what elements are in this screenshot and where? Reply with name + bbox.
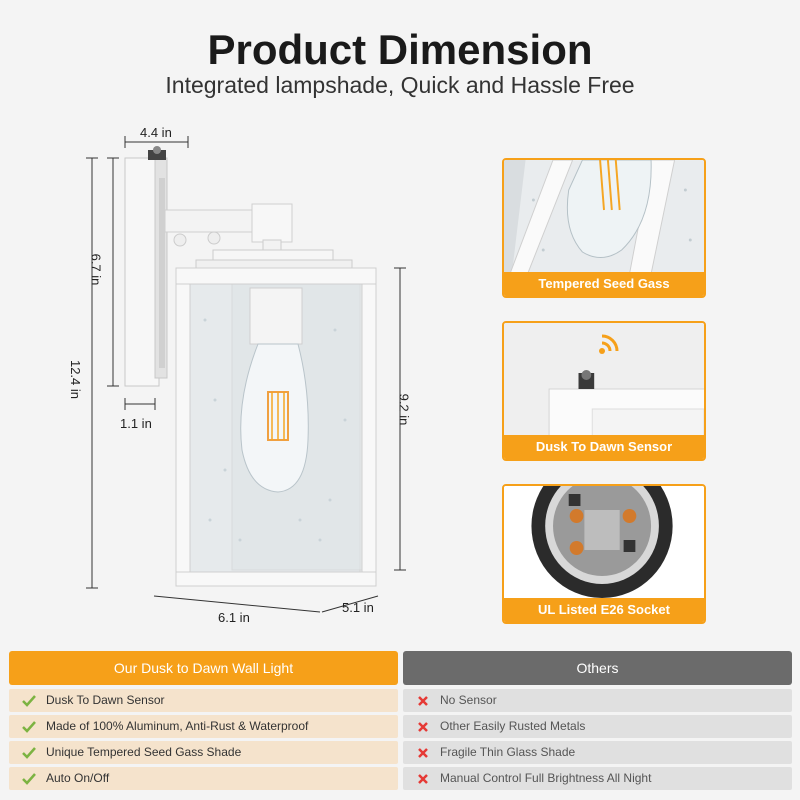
check-icon xyxy=(21,741,37,764)
e26-socket-closeup-image xyxy=(504,486,704,600)
others-row: Manual Control Full Brightness All Night xyxy=(403,767,792,790)
dimension-total-height: 12.4 in xyxy=(68,359,84,400)
feature-card-glass: Tempered Seed Gass xyxy=(502,158,706,298)
ours-row-label: Dusk To Dawn Sensor xyxy=(46,693,165,707)
ours-row-label: Made of 100% Aluminum, Anti-Rust & Water… xyxy=(46,719,309,733)
feature-caption-socket: UL Listed E26 Socket xyxy=(504,598,704,622)
others-row-label: Fragile Thin Glass Shade xyxy=(440,745,576,759)
feature-caption-sensor: Dusk To Dawn Sensor xyxy=(504,435,704,459)
ours-column-header: Our Dusk to Dawn Wall Light xyxy=(9,651,398,685)
check-icon xyxy=(21,767,37,790)
feature-card-sensor: Dusk To Dawn Sensor xyxy=(502,321,706,461)
others-row-label: No Sensor xyxy=(440,693,497,707)
ours-row-label: Auto On/Off xyxy=(46,771,110,785)
check-icon xyxy=(21,715,37,738)
dimension-top-depth: 4.4 in xyxy=(140,125,172,140)
others-row: Fragile Thin Glass Shade xyxy=(403,741,792,764)
cross-icon xyxy=(415,767,431,790)
page-title: Product Dimension xyxy=(207,26,593,73)
dimension-shade-height: 9.2 in xyxy=(396,393,412,426)
others-row-label: Other Easily Rusted Metals xyxy=(440,719,586,733)
dimension-width: 6.1 in xyxy=(218,610,250,625)
others-row-label: Manual Control Full Brightness All Night xyxy=(440,771,652,785)
check-icon xyxy=(21,689,37,712)
others-column-header: Others xyxy=(403,651,792,685)
sensor-closeup-image xyxy=(504,323,704,437)
seed-glass-closeup-image xyxy=(504,160,704,274)
ours-row: Unique Tempered Seed Gass Shade xyxy=(9,741,398,764)
ours-row-label: Unique Tempered Seed Gass Shade xyxy=(46,745,242,759)
cross-icon xyxy=(415,741,431,764)
cross-icon xyxy=(415,715,431,738)
others-row: Other Easily Rusted Metals xyxy=(403,715,792,738)
dimension-depth: 5.1 in xyxy=(342,600,374,615)
feature-card-socket: UL Listed E26 Socket xyxy=(502,484,706,624)
feature-caption-glass: Tempered Seed Gass xyxy=(504,272,704,296)
ours-row: Auto On/Off xyxy=(9,767,398,790)
wall-light-illustration xyxy=(86,136,406,613)
ours-row: Made of 100% Aluminum, Anti-Rust & Water… xyxy=(9,715,398,738)
wireless-signal-icon xyxy=(599,334,619,354)
dimension-plate-depth: 1.1 in xyxy=(120,416,152,431)
dimension-back-height: 6.7 in xyxy=(88,253,104,286)
others-row: No Sensor xyxy=(403,689,792,712)
page-subtitle: Integrated lampshade, Quick and Hassle F… xyxy=(165,72,635,98)
cross-icon xyxy=(415,689,431,712)
ours-row: Dusk To Dawn Sensor xyxy=(9,689,398,712)
